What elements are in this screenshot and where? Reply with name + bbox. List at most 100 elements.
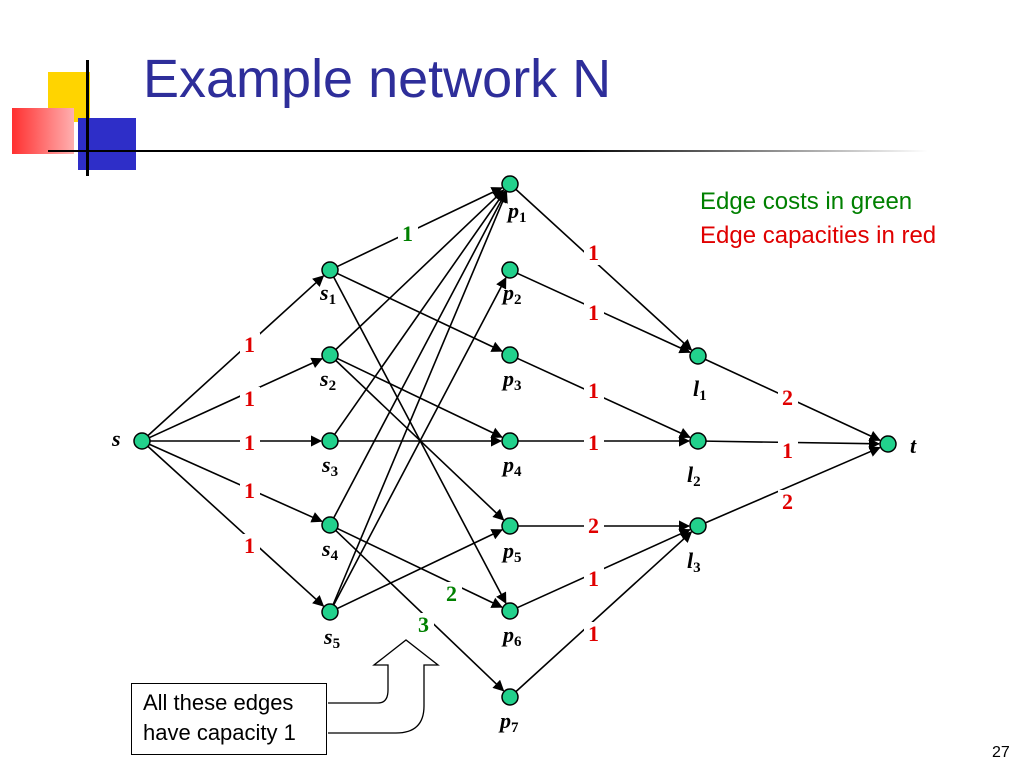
capacity-label-l1-t: 2 <box>782 385 793 410</box>
edge-s5-p2 <box>333 276 507 606</box>
edge-label-bg <box>240 431 260 455</box>
node-s5 <box>321 603 339 621</box>
node-p5 <box>501 517 519 535</box>
capacity-label-p5-l3: 2 <box>588 513 599 538</box>
node-t <box>879 435 897 453</box>
legend-costs: Edge costs in green <box>700 188 913 215</box>
node-label-p7: p7 <box>498 708 519 736</box>
cost-label-s4-p7: 3 <box>418 612 429 637</box>
node-label-p4: p4 <box>501 452 522 480</box>
node-s3 <box>321 432 339 450</box>
capacity-label-p4-l2: 1 <box>588 430 599 455</box>
edge-label-bg <box>240 333 260 357</box>
edge-s4-p1 <box>333 190 507 519</box>
callout-arrow-icon <box>328 639 440 734</box>
edge-label-bg <box>240 479 260 503</box>
deco-vertical-line <box>86 60 89 176</box>
callout-box: All these edges have capacity 1 <box>131 683 327 755</box>
capacity-label-p6-l3: 1 <box>588 566 599 591</box>
deco-red-square <box>12 108 74 154</box>
capacity-label-p1-l1: 1 <box>588 240 599 265</box>
edge-label-bg <box>584 567 604 591</box>
edge-s-s5 <box>147 445 325 607</box>
cost-label-s1-p1: 1 <box>402 221 413 246</box>
edge-s2-p1 <box>335 189 505 351</box>
node-label-t: t <box>910 433 917 458</box>
node-label-p6: p6 <box>501 622 522 650</box>
edge-label-bg <box>584 379 604 403</box>
edge-s-s4 <box>148 443 323 523</box>
node-p1 <box>501 175 519 193</box>
node-s2 <box>321 346 339 364</box>
edge-label-bg <box>240 534 260 558</box>
capacity-label-p3-l2: 1 <box>588 378 599 403</box>
edge-p7-l3 <box>515 531 693 693</box>
node-label-s2: s2 <box>319 366 336 394</box>
edge-s-s2 <box>148 357 323 439</box>
callout-line-2: have capacity 1 <box>143 720 296 745</box>
node-p3 <box>501 346 519 364</box>
nodes-layer: s s1 s2 s3 s4 s5 p1 p2 p3 p4 p5 p6 p7 l1 l2 l3 t <box>111 175 917 736</box>
edge-s5-p1 <box>332 191 508 605</box>
node-s <box>133 432 151 450</box>
node-p2 <box>501 261 519 279</box>
edge-s5-p5 <box>336 529 503 610</box>
edge-s1-p1 <box>336 187 503 268</box>
node-p7 <box>501 688 519 706</box>
edge-label-bg <box>778 386 798 410</box>
edge-label-bg <box>398 222 418 246</box>
node-s1 <box>321 261 339 279</box>
edge-s4-p7 <box>335 529 505 692</box>
node-label-s1: s1 <box>319 280 336 308</box>
capacity-label-l3-t: 2 <box>782 489 793 514</box>
edge-s3-p1 <box>333 190 506 435</box>
edge-label-bg <box>584 241 604 265</box>
deco-title-rule <box>48 150 928 152</box>
capacity-label-s-s3: 1 <box>244 430 255 455</box>
node-label-p1: p1 <box>506 198 527 226</box>
edge-label-bg <box>240 387 260 411</box>
capacity-label-p2-l1: 1 <box>588 300 599 325</box>
edges-layer <box>147 187 881 693</box>
edge-label-bg <box>584 431 604 455</box>
edge-label-bg <box>584 301 604 325</box>
node-label-l2: l2 <box>687 462 701 490</box>
node-label-l1: l1 <box>693 376 707 404</box>
edge-label-bg <box>778 490 798 514</box>
node-l3 <box>689 517 707 535</box>
node-label-s3: s3 <box>321 452 338 480</box>
capacity-label-s-s2: 1 <box>244 386 255 411</box>
cost-label-s4-p6: 2 <box>446 581 457 606</box>
page-number: 27 <box>992 744 1010 761</box>
node-label-p5: p5 <box>501 538 522 566</box>
node-l1 <box>689 347 707 365</box>
edge-label-bg <box>414 613 434 637</box>
edge-p1-l1 <box>515 188 693 351</box>
edge-s-s1 <box>147 275 325 437</box>
node-p4 <box>501 432 519 450</box>
capacity-label-l2-t: 1 <box>782 438 793 463</box>
edge-s4-p6 <box>336 527 503 608</box>
node-label-s4: s4 <box>321 536 339 564</box>
edge-label-bg <box>442 582 462 606</box>
node-label-p3: p3 <box>501 366 522 394</box>
edge-label-bg <box>584 622 604 646</box>
capacity-label-s-s5: 1 <box>244 533 255 558</box>
capacity-label-s-s4: 1 <box>244 478 255 503</box>
title-decoration <box>0 0 928 180</box>
node-l2 <box>689 432 707 450</box>
capacity-label-p7-l3: 1 <box>588 621 599 646</box>
node-label-s5: s5 <box>323 624 340 652</box>
node-label-l3: l3 <box>687 548 701 576</box>
node-s4 <box>321 516 339 534</box>
edge-label-bg <box>778 439 798 463</box>
node-label-s: s <box>111 426 121 451</box>
slide-title: Example network N <box>143 49 612 109</box>
node-label-p2: p2 <box>501 280 522 308</box>
callout-line-1: All these edges <box>143 690 294 715</box>
legend-capacities: Edge capacities in red <box>700 222 937 249</box>
edge-label-bg <box>584 514 604 538</box>
capacity-label-s-s1: 1 <box>244 332 255 357</box>
